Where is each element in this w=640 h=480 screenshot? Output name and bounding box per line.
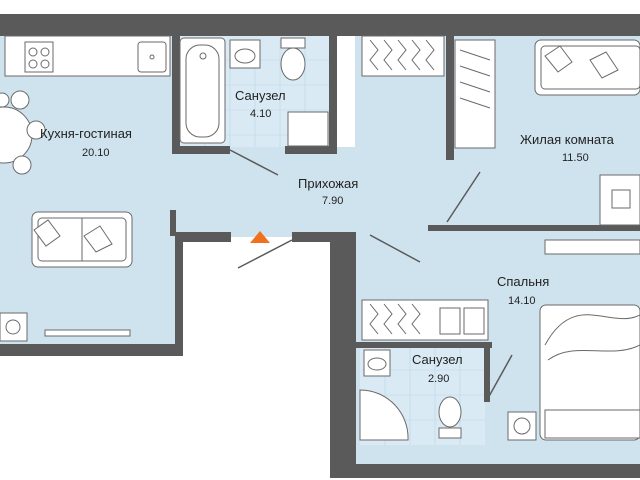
entrance-triangle-icon <box>250 231 270 243</box>
toilet-icon <box>280 37 306 81</box>
wall-bath1-bottom-r <box>285 146 335 154</box>
room-name-bathroom-2: Санузел <box>412 352 463 367</box>
doors <box>229 149 513 401</box>
wall-left-corridor <box>175 232 183 356</box>
room-name-living-room: Жилая комната <box>520 132 614 147</box>
wall-bath1-bottom <box>172 146 230 154</box>
wall-bath2-right <box>484 342 490 402</box>
living-wardrobe <box>454 39 496 149</box>
bed-icon <box>539 304 640 441</box>
hallway-wardrobe <box>361 35 445 77</box>
room-name-bedroom: Спальня <box>497 274 550 289</box>
floor-kitchen-living <box>0 35 175 345</box>
bedroom-dresser <box>544 239 640 255</box>
washbasin-2-icon <box>363 349 391 377</box>
wall-bath1-left <box>172 35 180 153</box>
nightstand <box>507 411 537 441</box>
wall-top <box>0 14 640 36</box>
wall-entry-right <box>292 232 356 242</box>
wall-kitchen-pier <box>170 210 176 236</box>
room-area-bathroom-2: 2.90 <box>428 373 450 385</box>
shower-icon <box>359 389 409 441</box>
room-name-hallway: Прихожая <box>298 176 359 191</box>
room-name-bathroom-1: Санузел <box>235 88 286 103</box>
walls <box>0 14 640 478</box>
door-bedroom <box>369 234 421 263</box>
stove-icon <box>24 41 54 73</box>
room-area-bathroom-1: 4.10 <box>250 108 272 120</box>
sofa-living <box>534 39 640 96</box>
washing-machine-icon <box>0 312 28 342</box>
wall-entry-left <box>175 232 231 242</box>
washbasin-icon <box>229 39 261 69</box>
door-entry <box>237 239 293 269</box>
sofa-kitchen <box>31 211 133 268</box>
room-area-hallway: 7.90 <box>322 195 344 207</box>
door-bath2 <box>486 354 513 401</box>
wall-bath1-right <box>329 35 337 154</box>
wall-bottom-right <box>330 464 640 478</box>
kitchen-counter <box>4 35 171 77</box>
tv-stand <box>44 329 131 337</box>
wall-living-left <box>446 35 454 160</box>
room-name-kitchen-living: Кухня-гостиная <box>40 126 132 141</box>
wall-bath2-top <box>356 342 492 348</box>
wall-living-bottom <box>428 225 640 231</box>
room-area-living-room: 11.50 <box>562 152 589 164</box>
bedroom-wardrobe <box>361 299 489 341</box>
wall-right-corridor <box>330 232 356 472</box>
room-area-kitchen-living: 20.10 <box>82 147 110 159</box>
toilet-2-icon <box>438 396 462 439</box>
door-living <box>446 171 481 223</box>
cabinet-bath1 <box>287 111 329 147</box>
door-bath1 <box>229 149 279 176</box>
room-area-bedroom: 14.10 <box>508 295 536 307</box>
bathtub-icon <box>179 37 226 144</box>
desk <box>599 174 640 226</box>
dining-table <box>0 90 46 175</box>
wall-bottom-left <box>0 344 182 356</box>
